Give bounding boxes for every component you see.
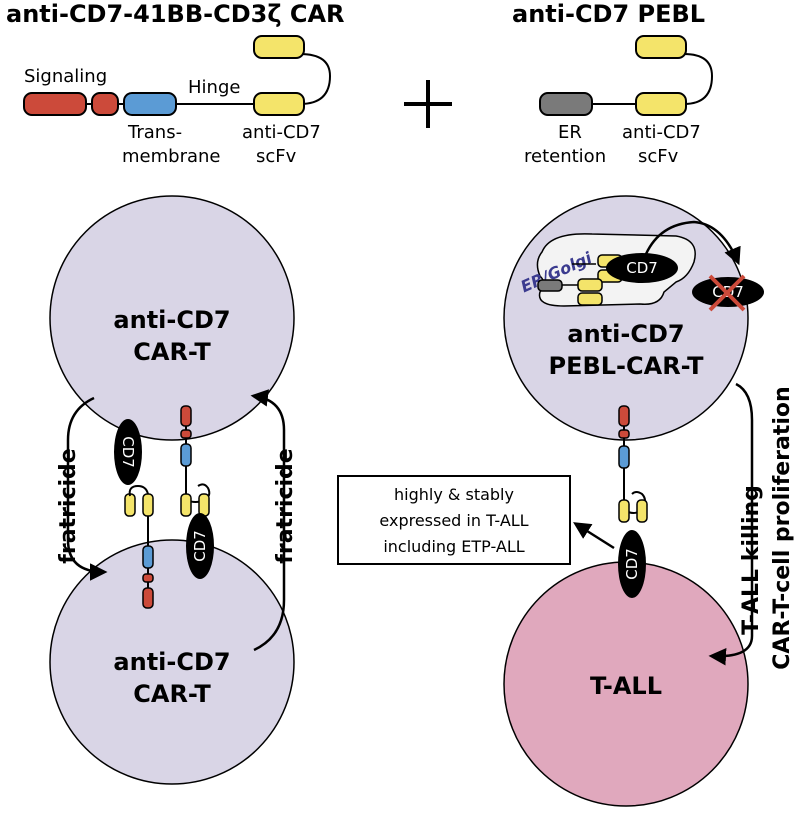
cd7-in-er: CD7 (606, 253, 678, 283)
signaling-domain-large (23, 92, 87, 116)
transmembrane-label-1: Trans- (127, 122, 182, 143)
trafficking-arrow (644, 220, 741, 266)
car-t-cell-top (49, 195, 295, 441)
pebl-title: anti-CD7 PEBL (512, 0, 705, 28)
plus-sign (404, 80, 452, 128)
fratricide-arrow-right (250, 389, 286, 652)
killing-arrow (708, 382, 754, 666)
car-scfv-label-1: anti-CD7 (242, 122, 321, 143)
cd7-on-tall: CD7 (618, 530, 646, 598)
cd7-top-left: CD7 (114, 419, 142, 485)
cd7-bottom-left: CD7 (186, 513, 214, 579)
note-line-1: highly & stably (394, 485, 514, 504)
note-line-3: including ETP-ALL (383, 537, 524, 556)
car-construct (23, 35, 332, 116)
pebl-cell-label-1: anti-CD7 (567, 320, 684, 348)
car-scfv-label-2: scFv (256, 146, 297, 167)
er-label-2: retention (524, 146, 606, 167)
pebl-car-t-cell (503, 195, 749, 441)
note-box (337, 475, 571, 565)
fratricide-label-left: fratricide (56, 448, 81, 563)
car-molecule-top (180, 405, 211, 517)
scfv-light (253, 92, 305, 116)
er-retention-domain (539, 92, 593, 116)
blocked-x-icon (708, 274, 746, 312)
pebl-scfv-light (635, 92, 687, 116)
outcome-line-1: T-ALL killing (739, 485, 764, 635)
bottom-cell-label-2: CAR-T (133, 680, 211, 708)
cd7-label: CD7 (626, 259, 658, 277)
tall-cell-label: T-ALL (590, 672, 662, 700)
car-molecule-bottom (124, 484, 154, 609)
top-cell-label-2: CAR-T (133, 338, 211, 366)
pebl-molecule-inner-2 (537, 278, 603, 306)
cd7-label: CD7 (119, 436, 137, 468)
pebl-scfv-label-2: scFv (638, 146, 679, 167)
er-label-1: ER (558, 122, 582, 143)
signaling-label: Signaling (24, 66, 107, 87)
top-cell-label-1: anti-CD7 (113, 306, 230, 334)
pebl-scfv-heavy (635, 35, 687, 59)
pebl-scfv-label-1: anti-CD7 (622, 122, 701, 143)
transmembrane-domain (123, 92, 177, 116)
fratricide-arrow-left (66, 396, 108, 581)
fratricide-label-right: fratricide (273, 448, 298, 563)
hinge-label: Hinge (188, 77, 240, 98)
pebl-car-molecule (618, 405, 648, 523)
cd7-label: CD7 (623, 548, 641, 580)
car-title: anti-CD7-41BB-CD3ζ CAR (6, 0, 345, 28)
outcome-line-2: CAR-T-cell proliferation (770, 386, 795, 669)
signaling-domain-small (91, 92, 119, 116)
pebl-construct (539, 35, 714, 116)
pebl-cell-label-2: PEBL-CAR-T (548, 352, 704, 380)
note-arrow (573, 522, 615, 550)
transmembrane-label-2: membrane (122, 146, 220, 167)
note-line-2: expressed in T-ALL (379, 511, 528, 530)
scfv-heavy (253, 35, 305, 59)
bottom-cell-label-1: anti-CD7 (113, 648, 230, 676)
cd7-label: CD7 (191, 530, 209, 562)
car-t-cell-bottom (49, 539, 295, 785)
